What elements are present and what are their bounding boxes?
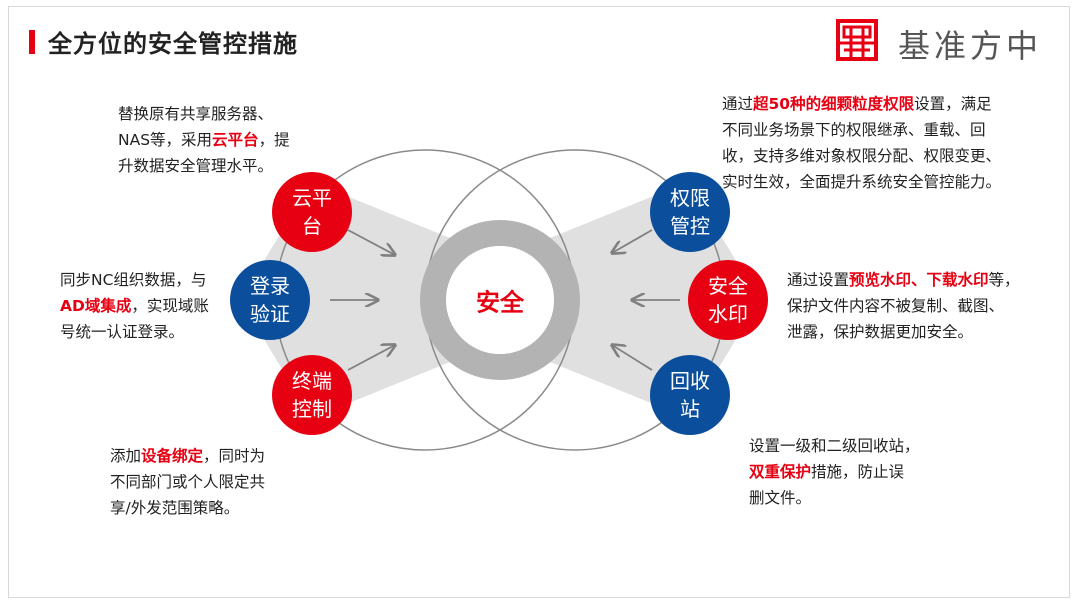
node-recycle-line1: 回收 [670,369,710,393]
arrow-permission [612,229,653,253]
node-terminal-line1: 终端 [292,369,332,393]
desc-text: 措施，防止误 [811,463,905,481]
desc-line: 收，支持多维对象权限分配、权限变更、 [722,147,1002,165]
node-watermark-line1: 安全 [708,274,748,298]
desc-line: AD域集成，实现域账 [60,293,209,319]
center-label: 安全 [476,288,524,317]
page-title: 全方位的安全管控措施 [48,30,298,58]
node-permission-label: 权限 管控 [650,184,730,240]
desc-line: 不同部门或个人限定共 [110,473,266,491]
desc-highlight: AD域集成 [60,297,132,315]
desc-line: 享/外发范围策略。 [110,499,240,517]
desc-line: 替换原有共享服务器、 [118,105,274,123]
desc-line: 号统一认证登录。 [60,323,185,341]
desc-text: 通过 [722,95,754,113]
node-recycle-line2: 站 [680,397,700,421]
desc-line: 升数据安全管理水平。 [118,157,274,175]
desc-line: 双重保护措施，防止误 [749,459,920,485]
desc-text: 设置，满足 [914,95,992,113]
desc-line: 泄露，保护数据更加安全。 [787,323,974,341]
node-cloud-line1: 云平 [292,186,332,210]
desc-highlight: 云平台 [212,131,259,149]
desc-line: NAS等，采用云平台，提 [118,127,290,153]
desc-highlight: 超50种的细颗粒度权限 [753,95,915,113]
node-terminal-line2: 控制 [292,397,332,421]
node-watermark-line2: 水印 [708,302,748,326]
desc-text: NAS等，采用 [118,131,213,149]
brand-name: 基准方中 [898,27,1043,65]
arrow-terminal [347,345,395,371]
desc-cloud: 替换原有共享服务器、 NAS等，采用云平台，提 升数据安全管理水平。 [118,101,290,179]
desc-line: 实时生效，全面提升系统安全管控能力。 [722,173,1002,191]
desc-permission: 通过超50种的细颗粒度权限设置，满足 不同业务场景下的权限继承、重载、回 收，支… [722,91,1001,195]
arrow-cloud [347,229,395,255]
desc-highlight: 双重保护 [749,463,812,481]
node-login-circle [230,260,310,340]
node-login-line1: 登录 [250,274,290,298]
node-permission-line2: 管控 [670,214,710,238]
desc-highlight: 预览水印、下载水印 [849,271,989,289]
brand-logo-icon [836,19,878,61]
node-watermark-label: 安全 水印 [688,272,768,328]
desc-text: 添加 [110,447,142,465]
desc-highlight: 设备绑定 [141,447,204,465]
node-terminal-circle [272,355,352,435]
node-login-line2: 验证 [250,302,290,326]
center-core [446,246,554,354]
node-watermark-circle [688,260,768,340]
desc-line: 删文件。 [749,489,812,507]
desc-text: ，实现域账 [131,297,209,315]
node-permission-line1: 权限 [670,186,710,210]
desc-line: 添加设备绑定，同时为 [110,443,265,469]
center-ring [420,220,580,380]
arrow-recycle [612,345,653,371]
node-recycle-label: 回收 站 [650,367,730,423]
node-permission-circle [650,172,730,252]
node-login-label: 登录 验证 [230,272,310,328]
desc-login: 同步NC组织数据，与 AD域集成，实现域账 号统一认证登录。 [60,267,209,345]
desc-line: 通过超50种的细颗粒度权限设置，满足 [722,91,1001,117]
node-cloud-label: 云平 台 [272,184,352,240]
desc-text: ，同时为 [203,447,266,465]
slide-frame [8,6,1070,598]
desc-line: 保护文件内容不被复制、截图、 [787,297,1005,315]
desc-watermark: 通过设置预览水印、下载水印等， 保护文件内容不被复制、截图、 泄露，保护数据更加… [787,267,1020,345]
desc-text: 等， [988,271,1020,289]
desc-line: 通过设置预览水印、下载水印等， [787,267,1020,293]
node-recycle-circle [650,355,730,435]
node-terminal-label: 终端 控制 [272,367,352,423]
desc-line: 同步NC组织数据，与 [60,271,207,289]
node-cloud-line2: 台 [302,214,322,238]
node-cloud-circle [272,172,352,252]
desc-text: 通过设置 [787,271,850,289]
desc-text: ，提 [258,131,290,149]
title-accent-bar [29,30,35,54]
desc-terminal: 添加设备绑定，同时为 不同部门或个人限定共 享/外发范围策略。 [110,443,265,521]
desc-line: 设置一级和二级回收站， [749,437,920,455]
desc-line: 不同业务场景下的权限继承、重载、回 [722,121,986,139]
desc-recycle: 设置一级和二级回收站， 双重保护措施，防止误 删文件。 [749,433,920,511]
